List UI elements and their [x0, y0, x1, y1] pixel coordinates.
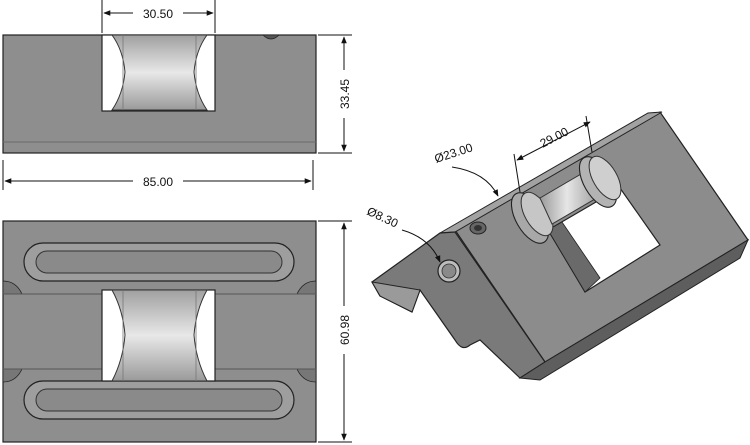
dim-label-part-length: 85.00 — [143, 175, 173, 189]
dim-label-hole-diameter: Ø8.30 — [365, 204, 401, 231]
dimension-part-depth: 60.98 — [318, 220, 353, 443]
front-view-roller — [111, 34, 208, 111]
front-view — [2, 34, 317, 154]
front-view-hole — [262, 34, 280, 40]
dim-label-part-depth: 60.98 — [338, 315, 352, 345]
dimension-part-length: 85.00 — [2, 160, 314, 190]
dim-label-part-height: 33.45 — [338, 79, 352, 109]
dim-label-roller-width: 30.50 — [143, 7, 173, 21]
dim-label-roller-diameter: Ø23.00 — [433, 140, 475, 166]
leader-roller-diameter: Ø23.00 — [433, 140, 499, 197]
top-view-roller — [111, 289, 208, 382]
dimension-roller-width: 30.50 — [101, 0, 216, 33]
dimension-part-height: 33.45 — [318, 34, 353, 154]
iso-roller — [510, 155, 622, 244]
top-view — [2, 220, 317, 443]
dim-label-roller-spacing: 29.00 — [538, 124, 571, 150]
isometric-view — [371, 111, 750, 381]
